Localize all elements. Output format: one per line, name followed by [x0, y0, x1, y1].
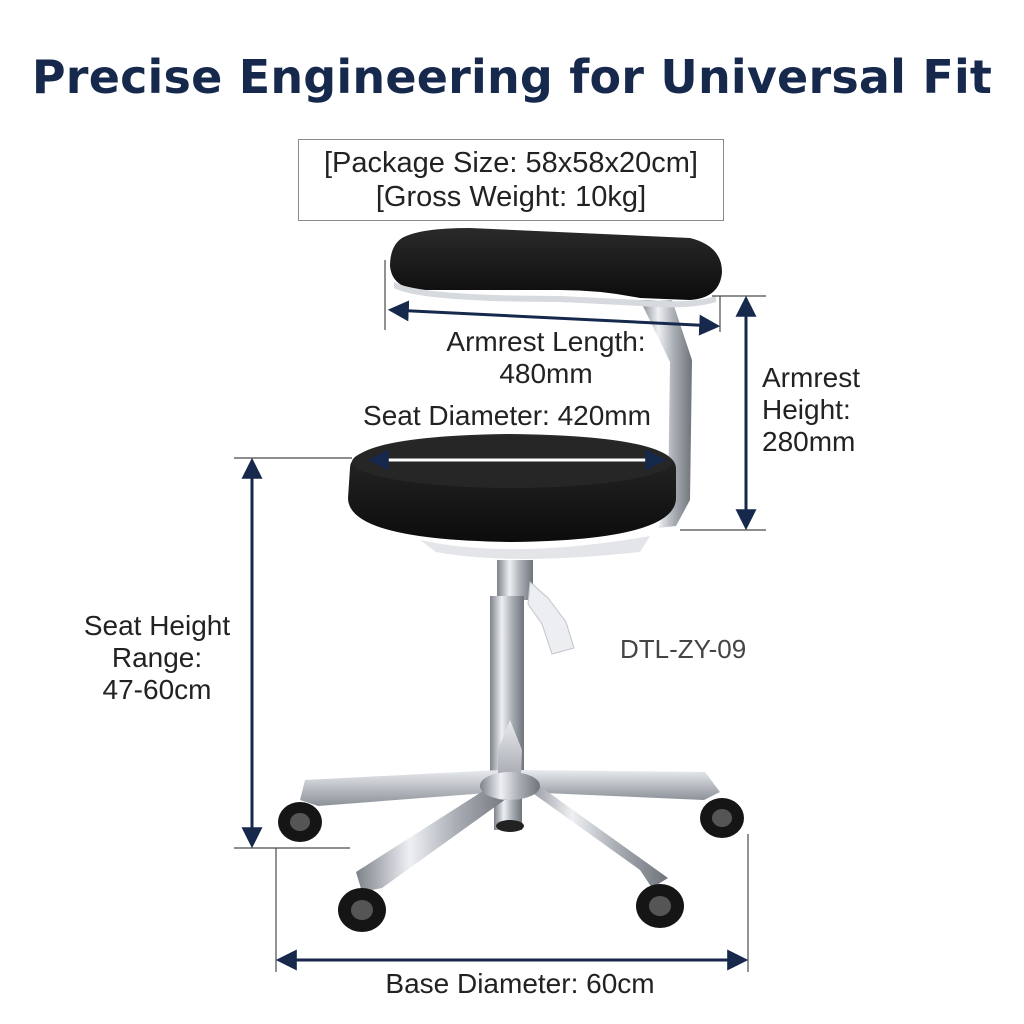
armrest-pad: [390, 228, 722, 308]
package-info-box: [Package Size: 58x58x20cm] [Gross Weight…: [298, 139, 724, 221]
armrest-height-label: Armrest Height: 280mm: [762, 362, 860, 457]
backrest-support: [640, 300, 692, 528]
five-star-base: [300, 720, 720, 892]
seat-height-label: Seat Height Range: 47-60cm: [83, 610, 231, 705]
seat-diameter-label: Seat Diameter: 420mm: [363, 400, 651, 431]
model-number: DTL-ZY-09: [620, 634, 747, 664]
gross-weight-text: [Gross Weight: 10kg]: [375, 181, 647, 213]
base-diameter-label: Base Diameter: 60cm: [385, 968, 655, 999]
armrest-length-arrow: [387, 300, 721, 336]
page-title: Precise Engineering for Universal Fit: [31, 50, 993, 104]
seat-cushion: [348, 434, 676, 559]
caster-wheels: [278, 798, 744, 932]
armrest-length-label: Armrest Length: 480mm: [446, 326, 646, 389]
package-size-text: [Package Size: 58x58x20cm]: [324, 147, 698, 179]
